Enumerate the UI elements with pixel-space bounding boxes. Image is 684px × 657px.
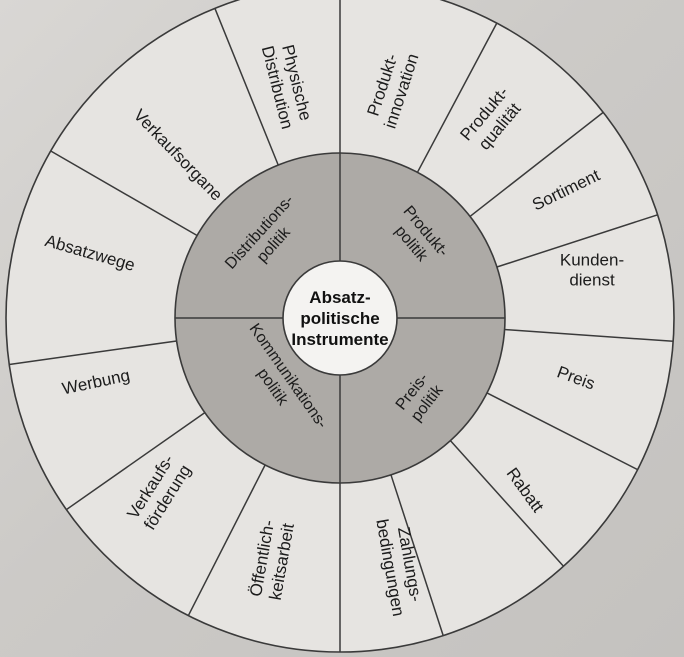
outer-divider-5 <box>486 392 638 471</box>
outer-divider-11 <box>9 340 177 366</box>
center-title-line-1: politische <box>300 309 379 328</box>
outer-divider-1 <box>416 22 498 173</box>
center-title-line-2: Instrumente <box>291 330 388 349</box>
center-title-line-0: Absatz- <box>309 288 370 307</box>
sub-instrument-label-3: Kunden-dienst <box>560 251 624 290</box>
outer-divider-4 <box>504 328 674 343</box>
middle-dividers <box>175 153 505 483</box>
outer-divider-9 <box>187 464 266 616</box>
outer-divider-3 <box>496 214 658 268</box>
sub-instrument-label-3-line-0: Kunden- <box>560 251 624 270</box>
sub-instrument-label-3-line-1: dienst <box>569 271 615 290</box>
outer-divider-13 <box>214 8 279 166</box>
outer-divider-7 <box>390 474 444 636</box>
outer-divider-12 <box>50 150 198 237</box>
outer-dividers <box>9 0 674 652</box>
outer-divider-2 <box>469 111 604 218</box>
outer-divider-10 <box>65 412 206 511</box>
outer-divider-6 <box>449 440 565 567</box>
center-circle <box>282 260 398 376</box>
